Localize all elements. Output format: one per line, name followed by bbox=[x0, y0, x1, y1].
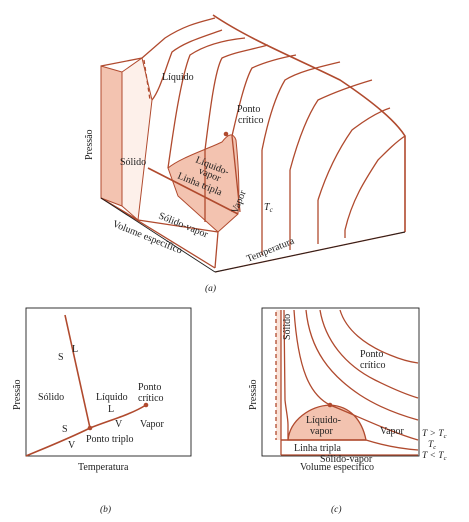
pt-critical-point bbox=[143, 402, 149, 408]
pv-pressure-label: Pressão bbox=[248, 379, 259, 410]
surface-isotherm-2 bbox=[151, 29, 223, 101]
surface-front-solid-face bbox=[100, 65, 123, 207]
surface-critical-point bbox=[223, 131, 229, 137]
surface-solid-label: Sólido bbox=[120, 157, 146, 168]
pt-triple-label: Ponto triplo bbox=[86, 434, 134, 445]
pv-liquid-vapor-label-1: Líquido- bbox=[306, 415, 341, 426]
surface-isotherm-6 bbox=[261, 61, 341, 151]
pv-isotherm-4 bbox=[339, 309, 419, 364]
pt-l-top: L bbox=[72, 344, 78, 355]
pv-vapor-label: Vapor bbox=[380, 426, 405, 437]
surface-tc-label: Tc bbox=[264, 202, 274, 214]
pv-solid-band bbox=[276, 310, 281, 440]
pt-triple-point bbox=[87, 425, 93, 431]
surface-isotherm-3 bbox=[167, 37, 246, 169]
pv-volume-label: Volume específico bbox=[300, 462, 374, 473]
pv-triple-line-label: Linha tripla bbox=[294, 443, 341, 454]
pv-liquid-vapor-label-2: vapor bbox=[310, 426, 333, 437]
pv-critical-label-1: Ponto bbox=[360, 349, 383, 360]
surface-critical-label-2: crítico bbox=[238, 115, 264, 126]
pv-isotherm-1 bbox=[293, 309, 419, 441]
pv-t-eq-tc: Tc bbox=[428, 440, 436, 451]
pt-pressure-label: Pressão bbox=[12, 379, 23, 410]
pt-liquid-label: Líquido bbox=[96, 392, 128, 403]
pt-melting-curve bbox=[64, 314, 91, 429]
pv-t-gt-tc: T > Tc bbox=[422, 429, 447, 440]
pv-isotherm-right bbox=[365, 439, 419, 451]
pt-v-mid: V bbox=[115, 419, 123, 430]
surface-3d: Pressão Líquido Sólido Ponto crítico Líq… bbox=[84, 14, 406, 294]
pv-t-lt-tc: T < Tc bbox=[422, 451, 447, 462]
pv-isotherm-2 bbox=[305, 309, 419, 421]
surface-left-edge bbox=[100, 57, 143, 67]
surface-back-edge bbox=[212, 14, 406, 232]
surface-isotherm-5 bbox=[231, 54, 297, 137]
pt-temperature-label: Temperatura bbox=[78, 462, 129, 473]
pv-solid-label: Sólido bbox=[282, 314, 293, 340]
surface-solid-vapor-top bbox=[137, 219, 219, 233]
caption-c: (c) bbox=[331, 504, 342, 515]
pt-s-top: S bbox=[58, 352, 64, 363]
pt-diagram: Pressão Temperatura Sólido Líquido Vapor… bbox=[12, 307, 192, 515]
pv-solid-vapor-label: Sólido-vapor bbox=[320, 454, 373, 465]
pv-isotherm-3 bbox=[319, 309, 419, 399]
pt-vapor-label: Vapor bbox=[140, 419, 165, 430]
pt-critical-label-1: Ponto bbox=[138, 382, 161, 393]
pt-frame bbox=[25, 307, 192, 457]
pv-frame bbox=[261, 307, 420, 457]
caption-b: (b) bbox=[100, 504, 111, 515]
pt-critical-label-2: crítico bbox=[138, 393, 164, 404]
surface-isotherm-8 bbox=[317, 107, 391, 201]
surface-pressure-label: Pressão bbox=[84, 129, 95, 160]
surface-isotherm-4 bbox=[204, 44, 269, 151]
surface-temperature-axis bbox=[214, 231, 406, 273]
pv-critical-label-2: crítico bbox=[360, 360, 386, 371]
pt-l-mid: L bbox=[108, 404, 114, 415]
surface-solid-vapor-edge bbox=[214, 231, 219, 269]
pv-isotherm-low bbox=[283, 309, 289, 440]
surface-critical-label-1: Ponto bbox=[237, 104, 260, 115]
pv-diagram: Pressão Volume específico Sólido Ponto c… bbox=[248, 307, 447, 515]
surface-triple-line bbox=[147, 167, 239, 215]
surface-isotherm-1 bbox=[141, 17, 216, 59]
surface-solid-wall bbox=[121, 57, 153, 222]
pt-s-low: S bbox=[62, 424, 68, 435]
surface-liquid-label: Líquido bbox=[162, 72, 194, 83]
pt-solid-label: Sólido bbox=[38, 392, 64, 403]
pt-sublimation-curve bbox=[25, 427, 91, 457]
surface-isotherm-9 bbox=[344, 135, 406, 231]
surface-volume-axis bbox=[100, 197, 216, 273]
pt-vaporization-curve bbox=[89, 404, 147, 429]
pt-v-low: V bbox=[68, 440, 76, 451]
surface-isotherm-7 bbox=[289, 79, 373, 171]
caption-a: (a) bbox=[205, 283, 216, 294]
surface-drop-2 bbox=[231, 135, 241, 213]
